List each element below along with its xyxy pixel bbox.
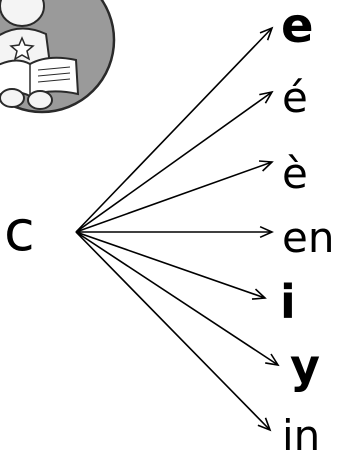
arrow-to-i [76,232,265,298]
target-label-e-acute: é [282,73,308,122]
child-foot-left [0,89,24,107]
arrow-to-e-grave [76,162,272,232]
child-foot-right [28,91,52,109]
target-label-en: en [282,213,334,262]
arrowhead-e-acute [259,92,272,103]
child-reading-book-icon [0,0,114,112]
arrows [76,28,278,430]
target-label-e: e [281,0,314,54]
target-label-in: in [282,411,320,460]
source-letter: c [4,199,35,264]
target-label-i: i [280,275,296,329]
arrow-to-in [76,232,270,430]
arrow-to-e-acute [76,92,272,232]
target-label-e-grave: è [282,149,308,198]
arrow-to-y [76,232,278,365]
target-label-y: y [290,339,320,393]
arrowhead-y [265,354,278,365]
